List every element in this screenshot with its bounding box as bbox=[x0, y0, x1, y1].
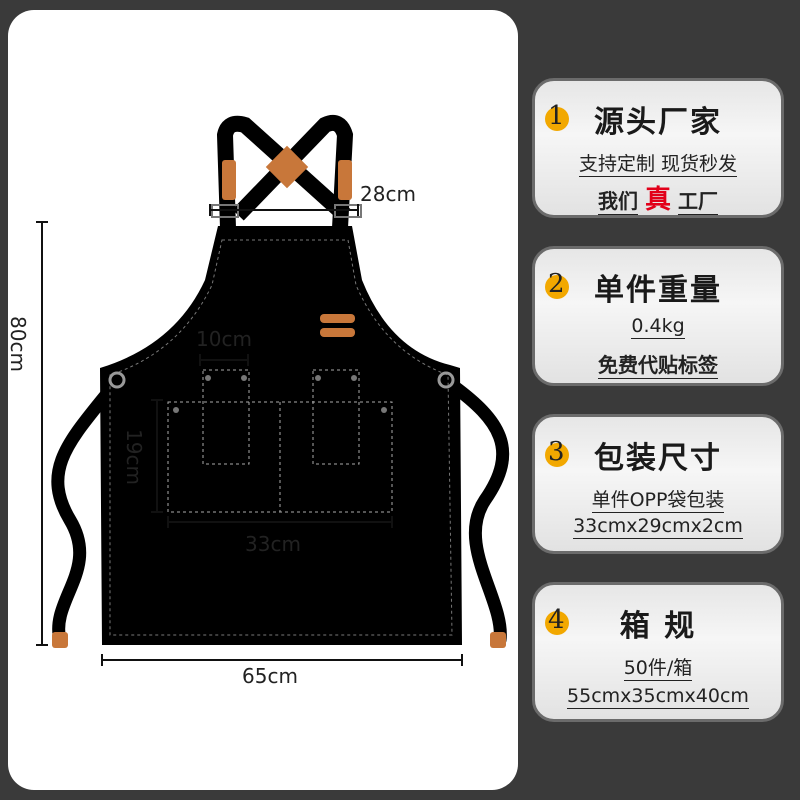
card-packaging: 3 包装尺寸 单件OPP袋包装 33cmx29cmx2cm bbox=[532, 414, 784, 554]
card-factory: 1 源头厂家 支持定制 现货秒发 我们 真 工厂 bbox=[532, 78, 784, 218]
strap-leather-right bbox=[338, 160, 352, 200]
card-line1: 支持定制 现货秒发 bbox=[578, 153, 738, 177]
card-line1: 50件/箱 bbox=[623, 657, 693, 681]
card-line2: 免费代贴标签 bbox=[598, 353, 718, 379]
card-line2: 33cmx29cmx2cm bbox=[573, 515, 743, 539]
chest-leather-bottom bbox=[320, 328, 355, 337]
pocket-total-width-label: 33cm bbox=[245, 532, 301, 556]
apron-body bbox=[100, 226, 462, 645]
waist-tie-left bbox=[51, 383, 117, 647]
card-carton: 4 箱 规 50件/箱 55cmx35cmx40cm bbox=[532, 582, 784, 722]
number-badge: 3 bbox=[545, 437, 569, 467]
card-title: 源头厂家 bbox=[594, 105, 722, 140]
card-line2a: 我们 bbox=[598, 189, 639, 215]
tie-end-right bbox=[490, 632, 506, 648]
number-badge: 4 bbox=[545, 605, 569, 635]
apron-length-label: 80cm bbox=[5, 316, 30, 372]
pocket-height-label: 19cm bbox=[121, 429, 146, 485]
card-title: 箱 规 bbox=[619, 609, 697, 644]
waist-tie-right bbox=[445, 378, 510, 647]
tie-end-left bbox=[52, 632, 68, 648]
number-badge: 1 bbox=[545, 101, 569, 131]
card-title: 单件重量 bbox=[594, 273, 722, 308]
card-highlight: 真 bbox=[644, 185, 671, 215]
card-weight: 2 单件重量 0.4kg 免费代贴标签 bbox=[532, 246, 784, 386]
neck-straps bbox=[216, 115, 354, 229]
apron-width-label: 65cm bbox=[242, 664, 298, 688]
card-line2c: 工厂 bbox=[677, 189, 718, 215]
chest-leather-top bbox=[320, 314, 355, 323]
card-line2: 55cmx35cmx40cm bbox=[567, 685, 749, 709]
strap-width-label: 28cm bbox=[360, 182, 416, 206]
card-line1: 单件OPP袋包装 bbox=[591, 489, 725, 513]
pocket-width-label: 10cm bbox=[196, 327, 252, 351]
dimension-lines bbox=[36, 204, 463, 666]
card-line1: 0.4kg bbox=[631, 315, 685, 339]
number-badge: 2 bbox=[545, 269, 569, 299]
card-title: 包装尺寸 bbox=[594, 441, 722, 476]
strap-leather-center bbox=[265, 145, 309, 189]
strap-leather-left bbox=[222, 160, 236, 200]
pockets bbox=[167, 369, 393, 513]
